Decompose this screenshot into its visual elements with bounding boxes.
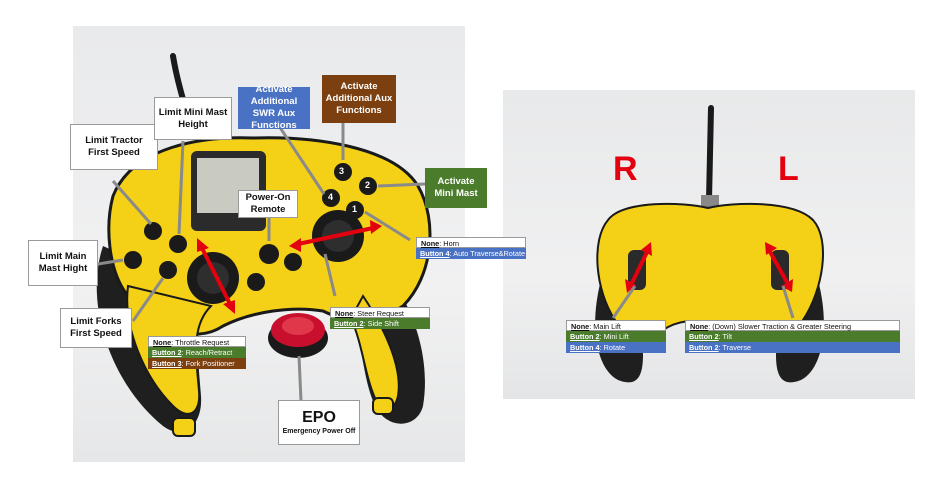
row-value: : Rotate — [599, 343, 626, 352]
row-key: Button 2 — [152, 348, 182, 357]
button-4-label: 4 — [328, 192, 334, 202]
table-row: None: Steer Request — [330, 307, 430, 318]
row-value: : Side Shift — [363, 319, 399, 328]
row-value: : Steer Request — [353, 309, 404, 318]
callout-limit-forks-first-speed: Limit Forks First Speed — [60, 308, 132, 348]
row-key: None — [690, 322, 709, 331]
table-row: None: (Down) Slower Traction & Greater S… — [685, 320, 900, 331]
row-key: Button 2 — [334, 319, 364, 328]
table-row: Button 2: Tilt — [685, 331, 900, 342]
row-key: Button 4 — [570, 343, 600, 352]
row-value: : Throttle Request — [171, 338, 230, 347]
row-key: Button 3 — [152, 359, 182, 368]
table-row: None: Horn — [416, 237, 526, 248]
row-value: : Fork Positioner — [181, 359, 235, 368]
row-key: Button 4 — [420, 249, 450, 258]
table-row: Button 2: Traverse — [685, 342, 900, 353]
table-row: Button 2: Mini Lift — [566, 331, 666, 342]
right-side-label: R — [613, 150, 638, 188]
row-value: : Reach/Retract — [181, 348, 233, 357]
table-row: Button 4: Auto Traverse&Rotate — [416, 248, 526, 259]
row-value: : Auto Traverse&Rotate — [449, 249, 526, 258]
controller-front-illustration — [96, 53, 432, 437]
callout-activate-swr-aux: Activate Additional SWR Aux Functions — [238, 84, 310, 131]
row-value: : Horn — [439, 239, 460, 248]
row-key: None — [571, 322, 590, 331]
callout-limit-tractor-first-speed: Limit Tractor First Speed — [70, 124, 158, 170]
table-steer: None: Steer Request Button 2: Side Shift — [330, 307, 430, 329]
row-key: Button 2 — [689, 332, 719, 341]
row-value: : Main Lift — [589, 322, 621, 331]
epo-subtitle: Emergency Power Off — [282, 428, 356, 436]
row-value: : Tilt — [718, 332, 732, 341]
row-value: : Mini Lift — [599, 332, 629, 341]
row-value: : (Down) Slower Traction & Greater Steer… — [708, 322, 851, 331]
callout-activate-aux: Activate Additional Aux Functions — [322, 75, 396, 123]
table-traction: None: (Down) Slower Traction & Greater S… — [685, 320, 900, 353]
table-row: Button 2: Side Shift — [330, 318, 430, 329]
table-row: Button 3: Fork Positioner — [148, 358, 246, 369]
table-row: None: Main Lift — [566, 320, 666, 331]
left-side-label: L — [778, 150, 799, 188]
row-key: Button 2 — [570, 332, 600, 341]
table-throttle: None: Throttle Request Button 2: Reach/R… — [148, 336, 246, 369]
button-3-label: 3 — [339, 166, 345, 176]
epo-title: EPO — [302, 409, 336, 427]
row-key: None — [335, 309, 354, 318]
table-row: Button 2: Reach/Retract — [148, 347, 246, 358]
callout-limit-mini-mast-height: Limit Mini Mast Height — [154, 97, 232, 140]
row-key: None — [153, 338, 172, 347]
button-1-label: 1 — [352, 204, 358, 214]
row-key: Button 2 — [689, 343, 719, 352]
callout-limit-main-mast-hight: Limit Main Mast Hight — [28, 240, 98, 286]
table-horn: None: Horn Button 4: Auto Traverse&Rotat… — [416, 237, 526, 259]
row-key: None — [421, 239, 440, 248]
callout-activate-mini-mast: Activate Mini Mast — [425, 168, 487, 208]
table-row: Button 4: Rotate — [566, 342, 666, 353]
row-value: : Traverse — [718, 343, 752, 352]
button-2-label: 2 — [365, 180, 371, 190]
callout-power-on-remote: Power-On Remote — [238, 190, 298, 218]
table-row: None: Throttle Request — [148, 336, 246, 347]
callout-epo: EPO Emergency Power Off — [278, 400, 360, 445]
table-main-lift: None: Main Lift Button 2: Mini Lift Butt… — [566, 320, 666, 353]
